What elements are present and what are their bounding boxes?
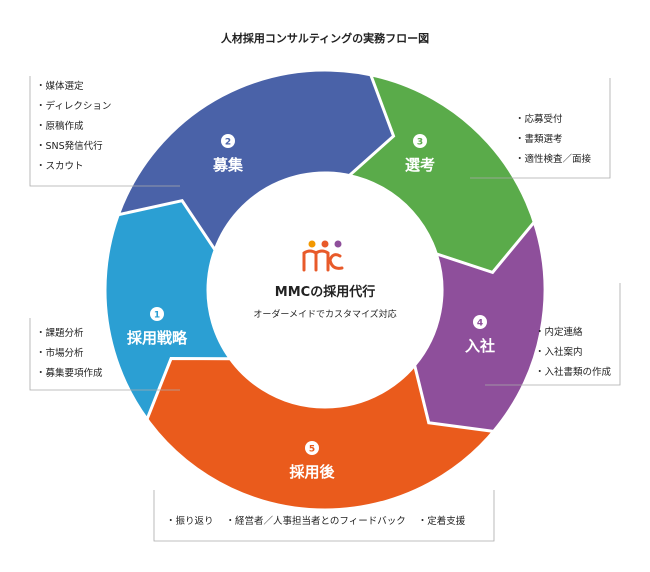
step-number: 2 [225,138,231,148]
step-number-badge [150,307,164,321]
step-label: 入社 [465,337,495,355]
bracket-step4 [485,283,621,386]
step-number-badge [221,134,235,148]
note-step5: ・振り返り・経営者／人事担当者とのフィードバック・定着支援 [166,513,477,527]
bracket-step1 [29,318,180,391]
step-number: 3 [417,138,423,148]
step-label: 選考 [405,156,435,174]
note-step3: ・応募受付・書類選考・適性検査／面接 [515,110,591,170]
bracket-step3 [470,78,611,179]
mmc-logo-icon [302,240,344,272]
step-label: 採用戦略 [127,329,188,347]
bracket-step2 [29,76,180,187]
note-item: ・応募受付 [515,114,563,125]
note-item: ・SNS発信代行 [36,141,103,152]
note-item: ・書類選考 [515,134,563,145]
note-item: ・振り返り [166,516,214,527]
note-item: ・内定連絡 [535,327,583,338]
note-item: ・スカウト [36,161,84,172]
note-item: ・媒体選定 [36,81,84,92]
step-label: 募集 [212,156,244,174]
note-item: ・適性検査／面接 [515,154,592,165]
note-item: ・原稿作成 [36,121,84,132]
note-item: ・経営者／人事担当者とのフィードバック [225,516,406,527]
note-item: ・入社書類の作成 [535,367,612,378]
note-item: ・定着支援 [417,516,466,527]
note-item: ・入社案内 [535,347,583,358]
note-item: ・募集要項作成 [36,368,103,379]
step-number: 4 [477,319,483,329]
step-number-badge [413,134,427,148]
note-item: ・市場分析 [36,348,84,359]
step-label: 採用後 [289,463,335,481]
step-number-badge [305,441,319,455]
step-number: 1 [154,311,160,321]
center-title: MMCの採用代行 [275,284,375,300]
note-step1: ・課題分析・市場分析・募集要項作成 [36,324,103,384]
note-step2: ・媒体選定・ディレクション・原稿作成・SNS発信代行・スカウト [36,77,111,177]
center-subtitle: オーダーメイドでカスタマイズ対応 [253,308,396,320]
step-number: 5 [309,445,315,455]
step-number-badge [473,315,487,329]
note-item: ・課題分析 [36,328,84,339]
bracket-step5 [153,490,495,542]
diagram-title: 人材採用コンサルティングの実務フロー図 [220,32,430,45]
center-circle [208,173,442,407]
note-step4: ・内定連絡・入社案内・入社書類の作成 [535,323,611,383]
note-item: ・ディレクション [36,101,112,112]
